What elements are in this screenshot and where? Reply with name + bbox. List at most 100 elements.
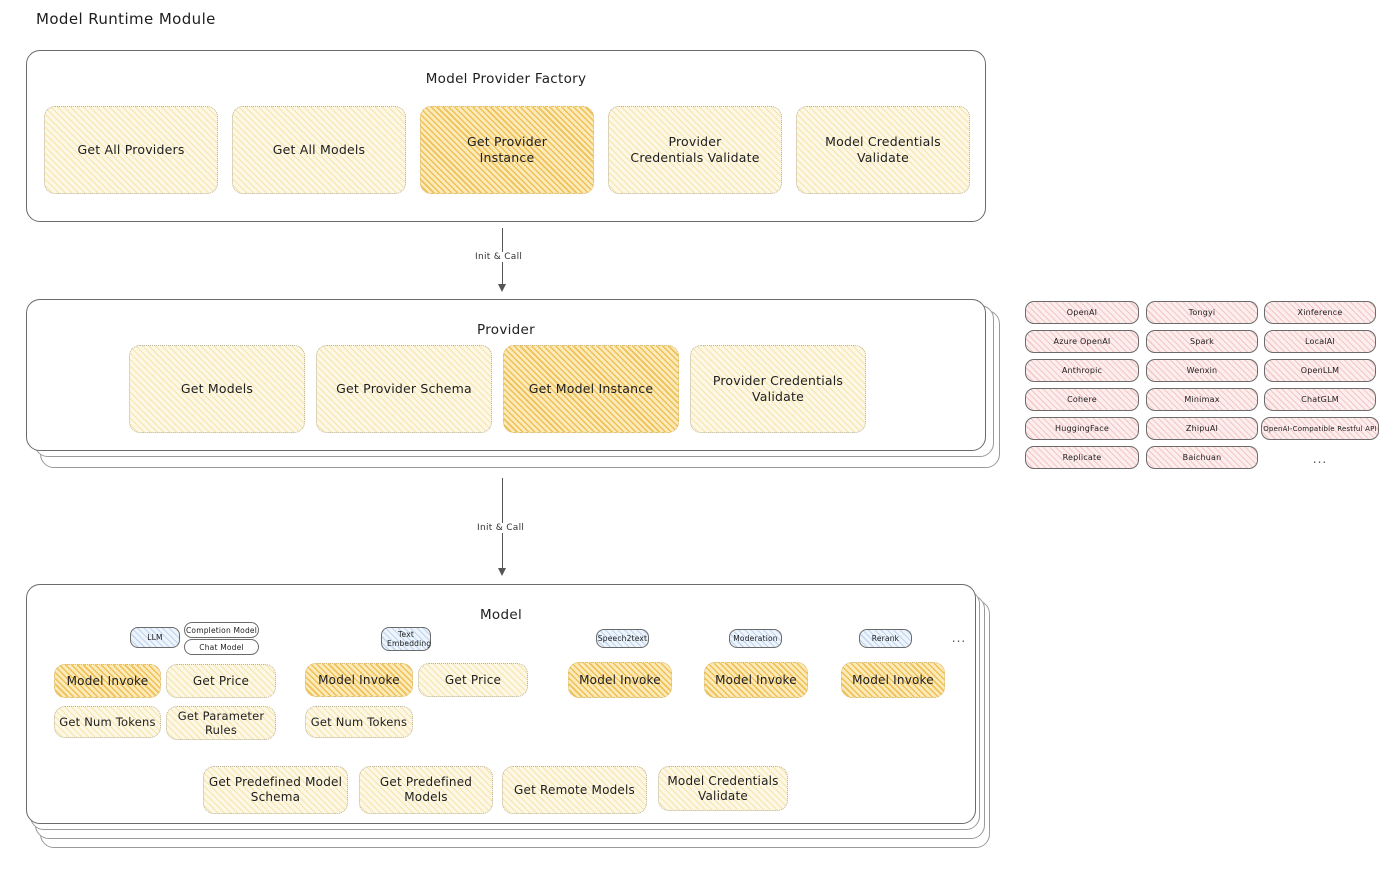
provider-chip-label: Tongyi — [1188, 308, 1216, 317]
model-type-badge-llm[interactable]: LLM — [130, 627, 180, 648]
provider-chip-localai[interactable]: LocalAI — [1264, 330, 1376, 353]
provider-item-get-models[interactable]: Get Models — [129, 345, 305, 433]
model-type-badge-rerank[interactable]: Rerank — [859, 629, 912, 648]
provider-chip-replicate[interactable]: Replicate — [1025, 446, 1139, 469]
provider-chip-zhipuai[interactable]: ZhipuAI — [1146, 417, 1258, 440]
arrow-provider-to-model-label: Init & Call — [473, 523, 529, 533]
provider-item-label: Provider Credentials Validate — [712, 373, 844, 404]
factory-item-provider-credentials-validate[interactable]: Provider Credentials Validate — [608, 106, 782, 194]
provider-chip-label: Anthropic — [1061, 366, 1103, 375]
llm-action-label: Get Parameter Rules — [177, 708, 265, 737]
text-embedding-action-label: Model Invoke — [318, 672, 400, 687]
arrow-provider-to-model-head — [498, 568, 506, 576]
model-types-more: ... — [951, 631, 967, 645]
provider-chip-label: Minimax — [1184, 395, 1220, 404]
provider-item-label: Get Model Instance — [528, 381, 654, 397]
factory-item-label: Provider Credentials Validate — [630, 134, 760, 165]
model-sub-badge-chat-model[interactable]: Chat Model — [184, 639, 259, 655]
provider-item-label: Get Models — [180, 381, 254, 397]
provider-chip-openai[interactable]: OpenAI — [1025, 301, 1139, 324]
model-sub-badge-label: Chat Model — [199, 642, 244, 652]
model-type-badge-speech2text[interactable]: Speech2text — [596, 629, 649, 648]
factory-item-get-all-models[interactable]: Get All Models — [232, 106, 406, 194]
model-type-badge-text-embedding[interactable]: Text Embedding — [381, 627, 431, 651]
provider-chip-label: ZhipuAI — [1185, 424, 1219, 433]
speech2text-action-model-invoke[interactable]: Model Invoke — [568, 662, 672, 698]
model-type-badge-label: Text Embedding — [387, 630, 432, 648]
model-type-badge-label: Moderation — [733, 634, 778, 643]
provider-chip-wenxin[interactable]: Wenxin — [1146, 359, 1258, 382]
provider-chip-anthropic[interactable]: Anthropic — [1025, 359, 1139, 382]
provider-chip-label: Baichuan — [1182, 453, 1222, 462]
model-common-action-label: Model Credentials Validate — [667, 773, 779, 803]
factory-item-label: Get Provider Instance — [466, 134, 548, 165]
text-embedding-action-get-num-tokens[interactable]: Get Num Tokens — [305, 706, 413, 738]
model-common-action-label: Get Predefined Models — [379, 775, 473, 804]
provider-chip-label: HuggingFace — [1055, 424, 1109, 433]
provider-chip-label: Replicate — [1062, 453, 1102, 462]
factory-item-label: Model Credentials Validate — [825, 134, 941, 165]
model-common-action-label: Get Remote Models — [514, 782, 635, 797]
provider-item-get-provider-schema[interactable]: Get Provider Schema — [316, 345, 492, 433]
model-title: Model — [479, 607, 523, 623]
provider-chip-tongyi[interactable]: Tongyi — [1146, 301, 1258, 324]
arrow-factory-to-provider-label: Init & Call — [471, 252, 527, 262]
provider-chip-openai-compatible-restful-api[interactable]: OpenAI-Compatible Restful API — [1261, 417, 1379, 440]
model-sub-badge-completion-model[interactable]: Completion Model — [184, 622, 259, 638]
provider-chip-huggingface[interactable]: HuggingFace — [1025, 417, 1139, 440]
llm-action-label: Get Num Tokens — [59, 714, 156, 729]
provider-item-label: Get Provider Schema — [336, 381, 472, 397]
model-common-action-model-credentials-validate[interactable]: Model Credentials Validate — [658, 766, 788, 811]
provider-chip-spark[interactable]: Spark — [1146, 330, 1258, 353]
text-embedding-action-model-invoke[interactable]: Model Invoke — [305, 663, 413, 697]
provider-chip-openllm[interactable]: OpenLLM — [1264, 359, 1376, 382]
provider-chip-azure-openai[interactable]: Azure OpenAI — [1025, 330, 1139, 353]
model-sub-badge-label: Completion Model — [185, 625, 258, 635]
model-common-action-get-remote-models[interactable]: Get Remote Models — [502, 766, 647, 814]
llm-action-get-num-tokens[interactable]: Get Num Tokens — [54, 706, 161, 738]
llm-action-label: Get Price — [192, 673, 250, 688]
provider-chip-chatglm[interactable]: ChatGLM — [1264, 388, 1376, 411]
rerank-action-model-invoke[interactable]: Model Invoke — [841, 662, 945, 698]
model-common-action-get-predefined-model-schema[interactable]: Get Predefined Model Schema — [203, 766, 348, 814]
factory-item-label: Get All Models — [272, 142, 366, 158]
model-type-badge-moderation[interactable]: Moderation — [729, 629, 782, 648]
provider-item-get-model-instance[interactable]: Get Model Instance — [503, 345, 679, 433]
model-common-action-label: Get Predefined Model Schema — [208, 775, 343, 804]
model-type-badge-label: Speech2text — [597, 634, 648, 643]
provider-chip-label: OpenAI-Compatible Restful API — [1263, 424, 1377, 433]
provider-item-provider-credentials-validate[interactable]: Provider Credentials Validate — [690, 345, 866, 433]
model-type-badge-label: LLM — [147, 633, 163, 642]
provider-chip-label: Azure OpenAI — [1053, 337, 1111, 346]
provider-chip-xinference[interactable]: Xinference — [1264, 301, 1376, 324]
moderation-action-model-invoke[interactable]: Model Invoke — [704, 662, 808, 698]
factory-item-get-provider-instance[interactable]: Get Provider Instance — [420, 106, 594, 194]
text-embedding-action-label: Get Price — [444, 672, 502, 687]
text-embedding-action-label: Get Num Tokens — [310, 714, 408, 729]
provider-chip-label: OpenLLM — [1300, 366, 1340, 375]
llm-action-label: Model Invoke — [66, 673, 149, 688]
provider-chip-minimax[interactable]: Minimax — [1146, 388, 1258, 411]
provider-chip-cohere[interactable]: Cohere — [1025, 388, 1139, 411]
provider-list-more: ... — [1312, 452, 1328, 466]
provider-chip-label: Spark — [1190, 337, 1214, 346]
llm-action-get-parameter-rules[interactable]: Get Parameter Rules — [166, 706, 276, 740]
llm-action-get-price[interactable]: Get Price — [166, 664, 276, 698]
model-common-action-get-predefined-models[interactable]: Get Predefined Models — [359, 766, 493, 814]
factory-item-model-credentials-validate[interactable]: Model Credentials Validate — [796, 106, 970, 194]
provider-chip-label: OpenAI — [1066, 308, 1098, 317]
provider-title: Provider — [477, 322, 535, 338]
text-embedding-action-get-price[interactable]: Get Price — [418, 663, 528, 697]
provider-chip-label: Cohere — [1067, 395, 1097, 404]
page-title: Model Runtime Module — [36, 10, 216, 28]
provider-chip-baichuan[interactable]: Baichuan — [1146, 446, 1258, 469]
model-type-badge-label: Rerank — [871, 634, 900, 643]
provider-chip-label: LocalAI — [1305, 337, 1335, 346]
factory-item-get-all-providers[interactable]: Get All Providers — [44, 106, 218, 194]
factory-item-label: Get All Providers — [77, 142, 185, 158]
llm-action-model-invoke[interactable]: Model Invoke — [54, 664, 161, 698]
model-panel: Model — [26, 584, 976, 824]
model-provider-factory-title: Model Provider Factory — [425, 71, 587, 87]
rerank-action-label: Model Invoke — [852, 672, 934, 687]
